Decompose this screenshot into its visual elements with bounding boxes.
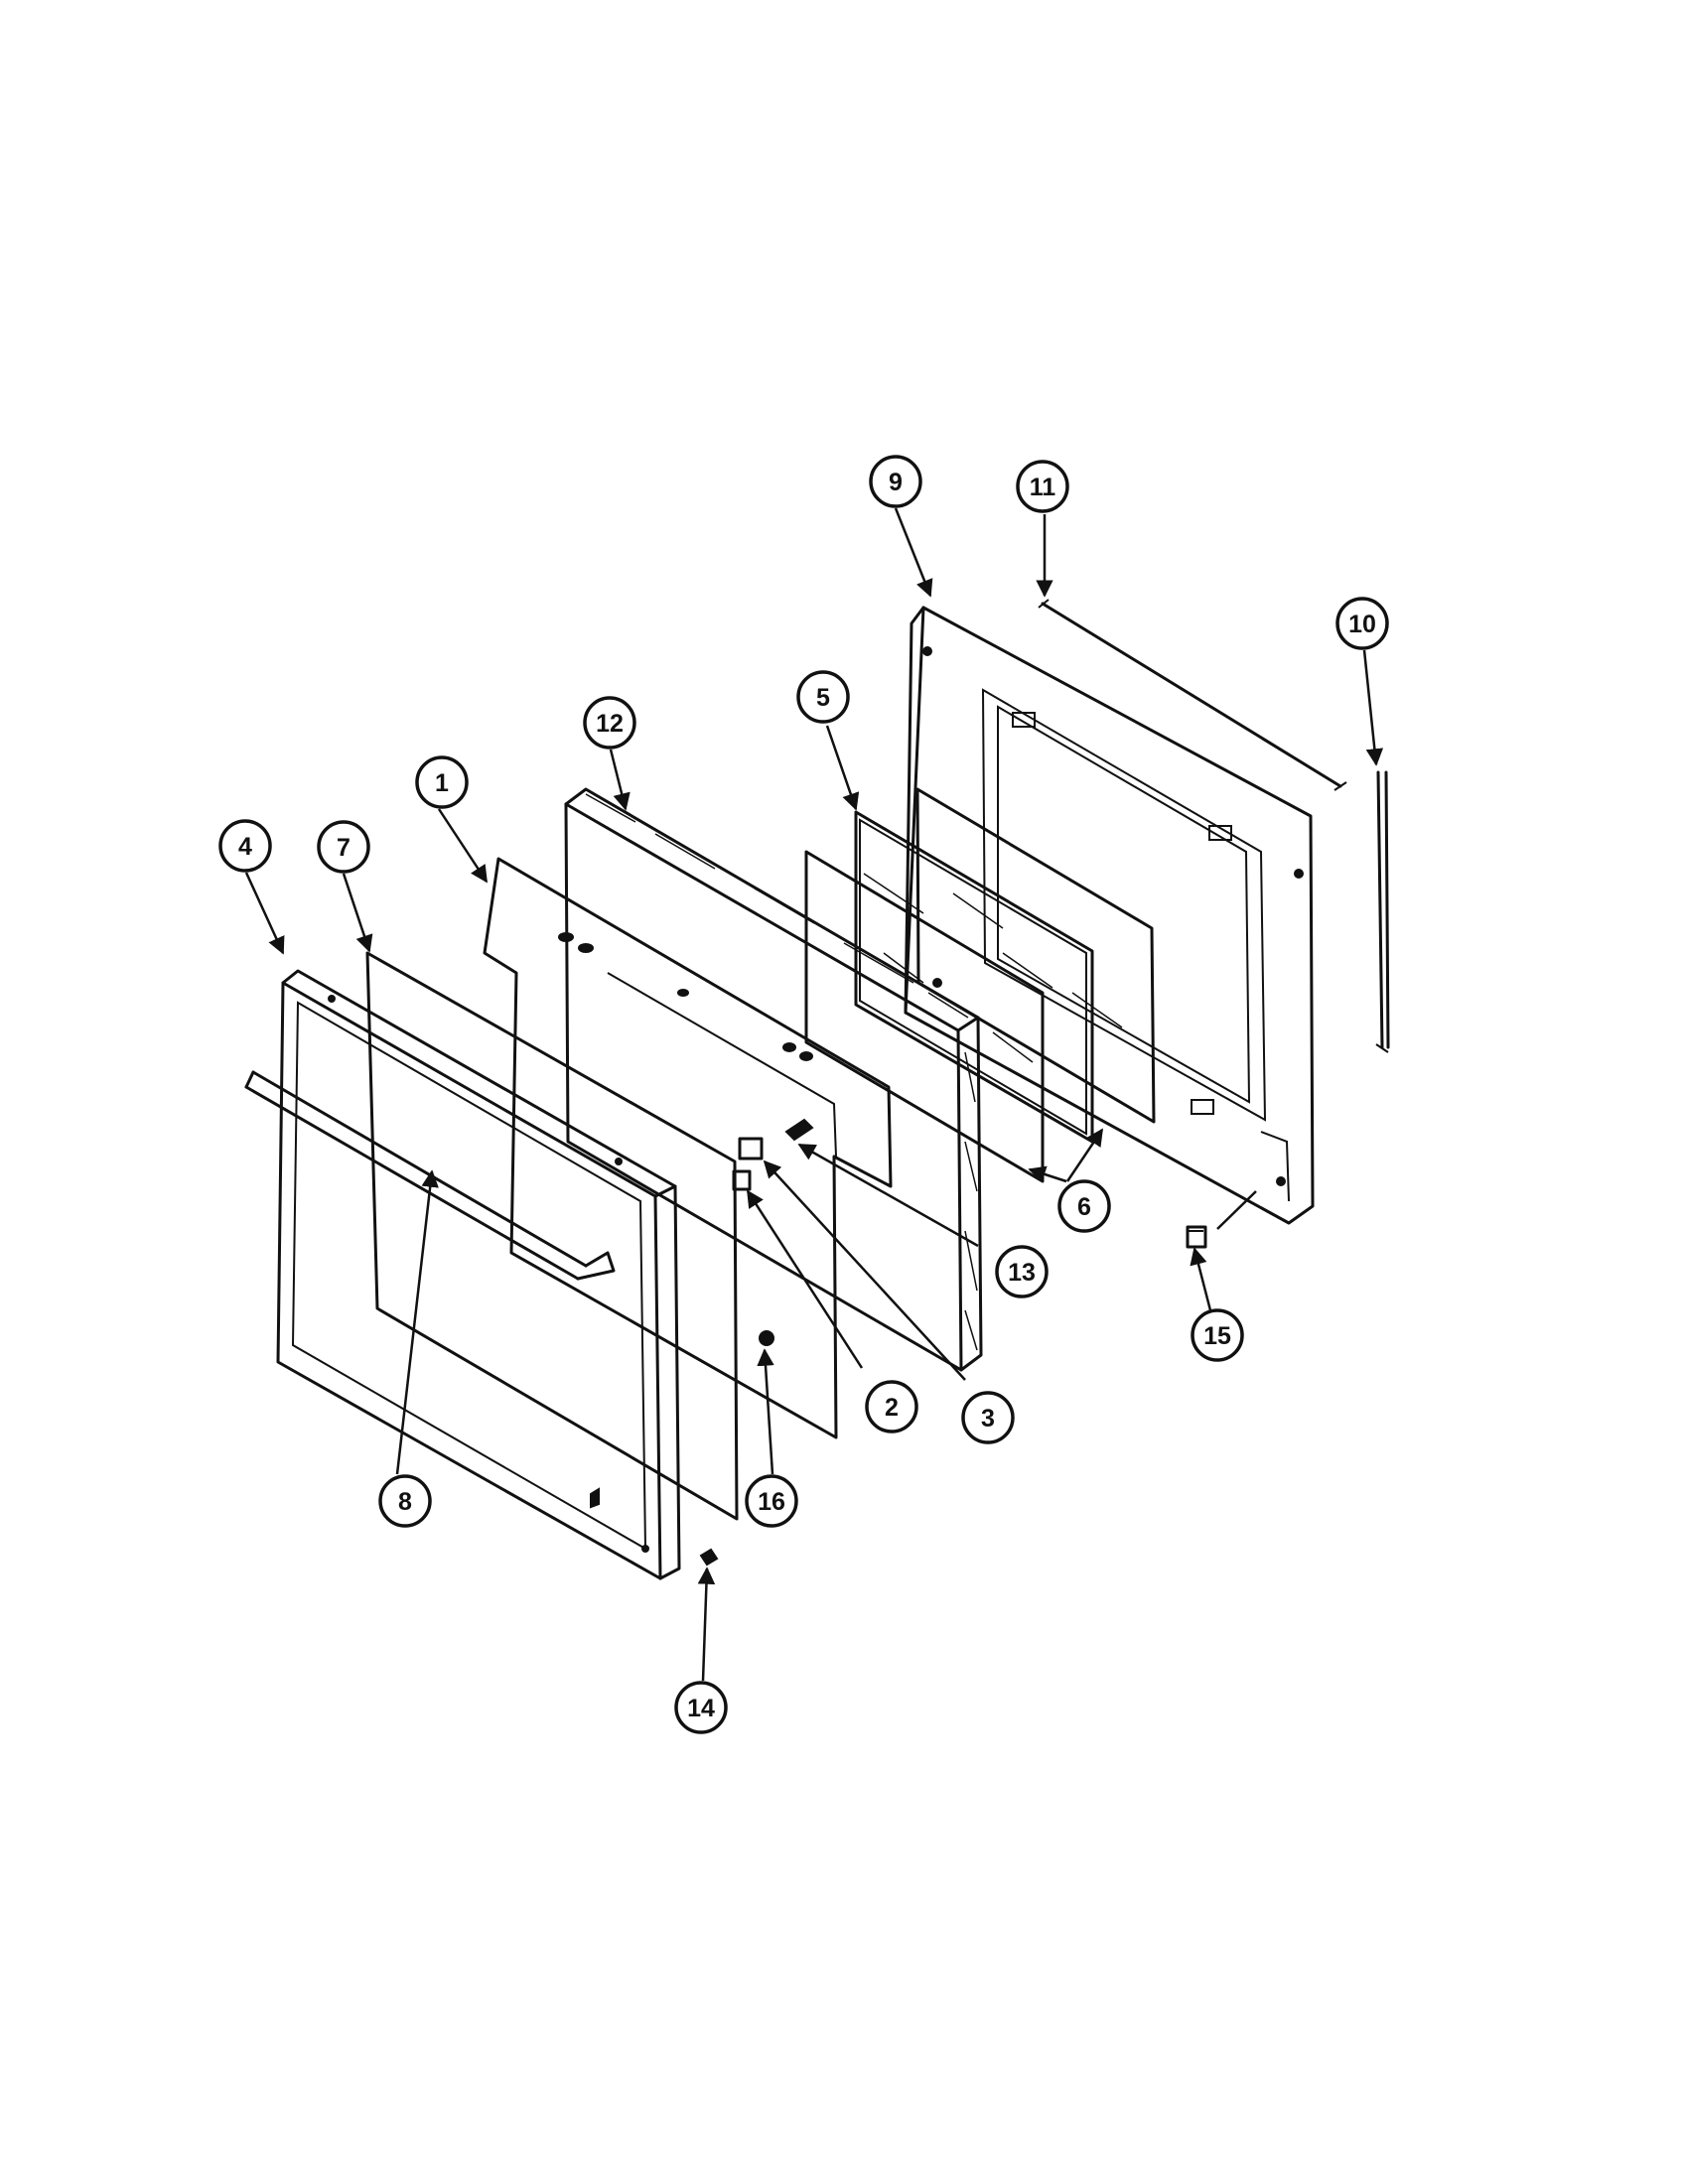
inner-door-panel <box>904 606 1315 1225</box>
svg-text:3: 3 <box>981 1405 995 1433</box>
callout-1: 1 <box>415 755 469 809</box>
top-rod <box>1038 599 1347 791</box>
callout-6: 6 <box>1057 1179 1111 1233</box>
svg-text:1: 1 <box>435 769 449 797</box>
svg-text:6: 6 <box>1077 1193 1091 1221</box>
svg-text:16: 16 <box>758 1488 785 1516</box>
callout-9: 9 <box>869 455 922 508</box>
svg-text:15: 15 <box>1203 1322 1231 1350</box>
callout-3: 3 <box>961 1391 1015 1444</box>
side-rod <box>1375 770 1390 1053</box>
svg-text:12: 12 <box>596 710 624 738</box>
insulation <box>564 787 983 1372</box>
callout-8: 8 <box>378 1474 432 1528</box>
svg-text:7: 7 <box>337 834 351 862</box>
svg-text:13: 13 <box>1008 1259 1036 1287</box>
outer-glass <box>365 951 739 1521</box>
door-handle <box>244 1070 616 1281</box>
callout-16: 16 <box>745 1474 798 1528</box>
leader-lines <box>244 507 1384 1682</box>
callout-15: 15 <box>1191 1308 1244 1362</box>
svg-text:2: 2 <box>885 1394 899 1422</box>
svg-text:8: 8 <box>398 1488 412 1516</box>
callout-12: 12 <box>583 696 636 750</box>
callout-13: 13 <box>995 1245 1049 1298</box>
svg-text:9: 9 <box>889 469 903 496</box>
callout-4: 4 <box>218 819 272 873</box>
callout-10: 10 <box>1335 597 1389 650</box>
callout-2: 2 <box>865 1380 918 1433</box>
hinge-hardware <box>699 1118 814 1567</box>
svg-text:4: 4 <box>238 833 252 861</box>
svg-text:10: 10 <box>1348 611 1376 638</box>
callout-11: 11 <box>1016 460 1069 513</box>
svg-text:14: 14 <box>687 1695 715 1722</box>
svg-text:5: 5 <box>816 684 830 712</box>
callout-14: 14 <box>674 1681 728 1734</box>
baffle-sheet <box>483 857 893 1439</box>
svg-text:11: 11 <box>1030 474 1056 501</box>
door-frame <box>276 969 681 1580</box>
callout-5: 5 <box>796 670 850 724</box>
door-clip <box>1186 1225 1207 1249</box>
callout-7: 7 <box>317 820 370 874</box>
